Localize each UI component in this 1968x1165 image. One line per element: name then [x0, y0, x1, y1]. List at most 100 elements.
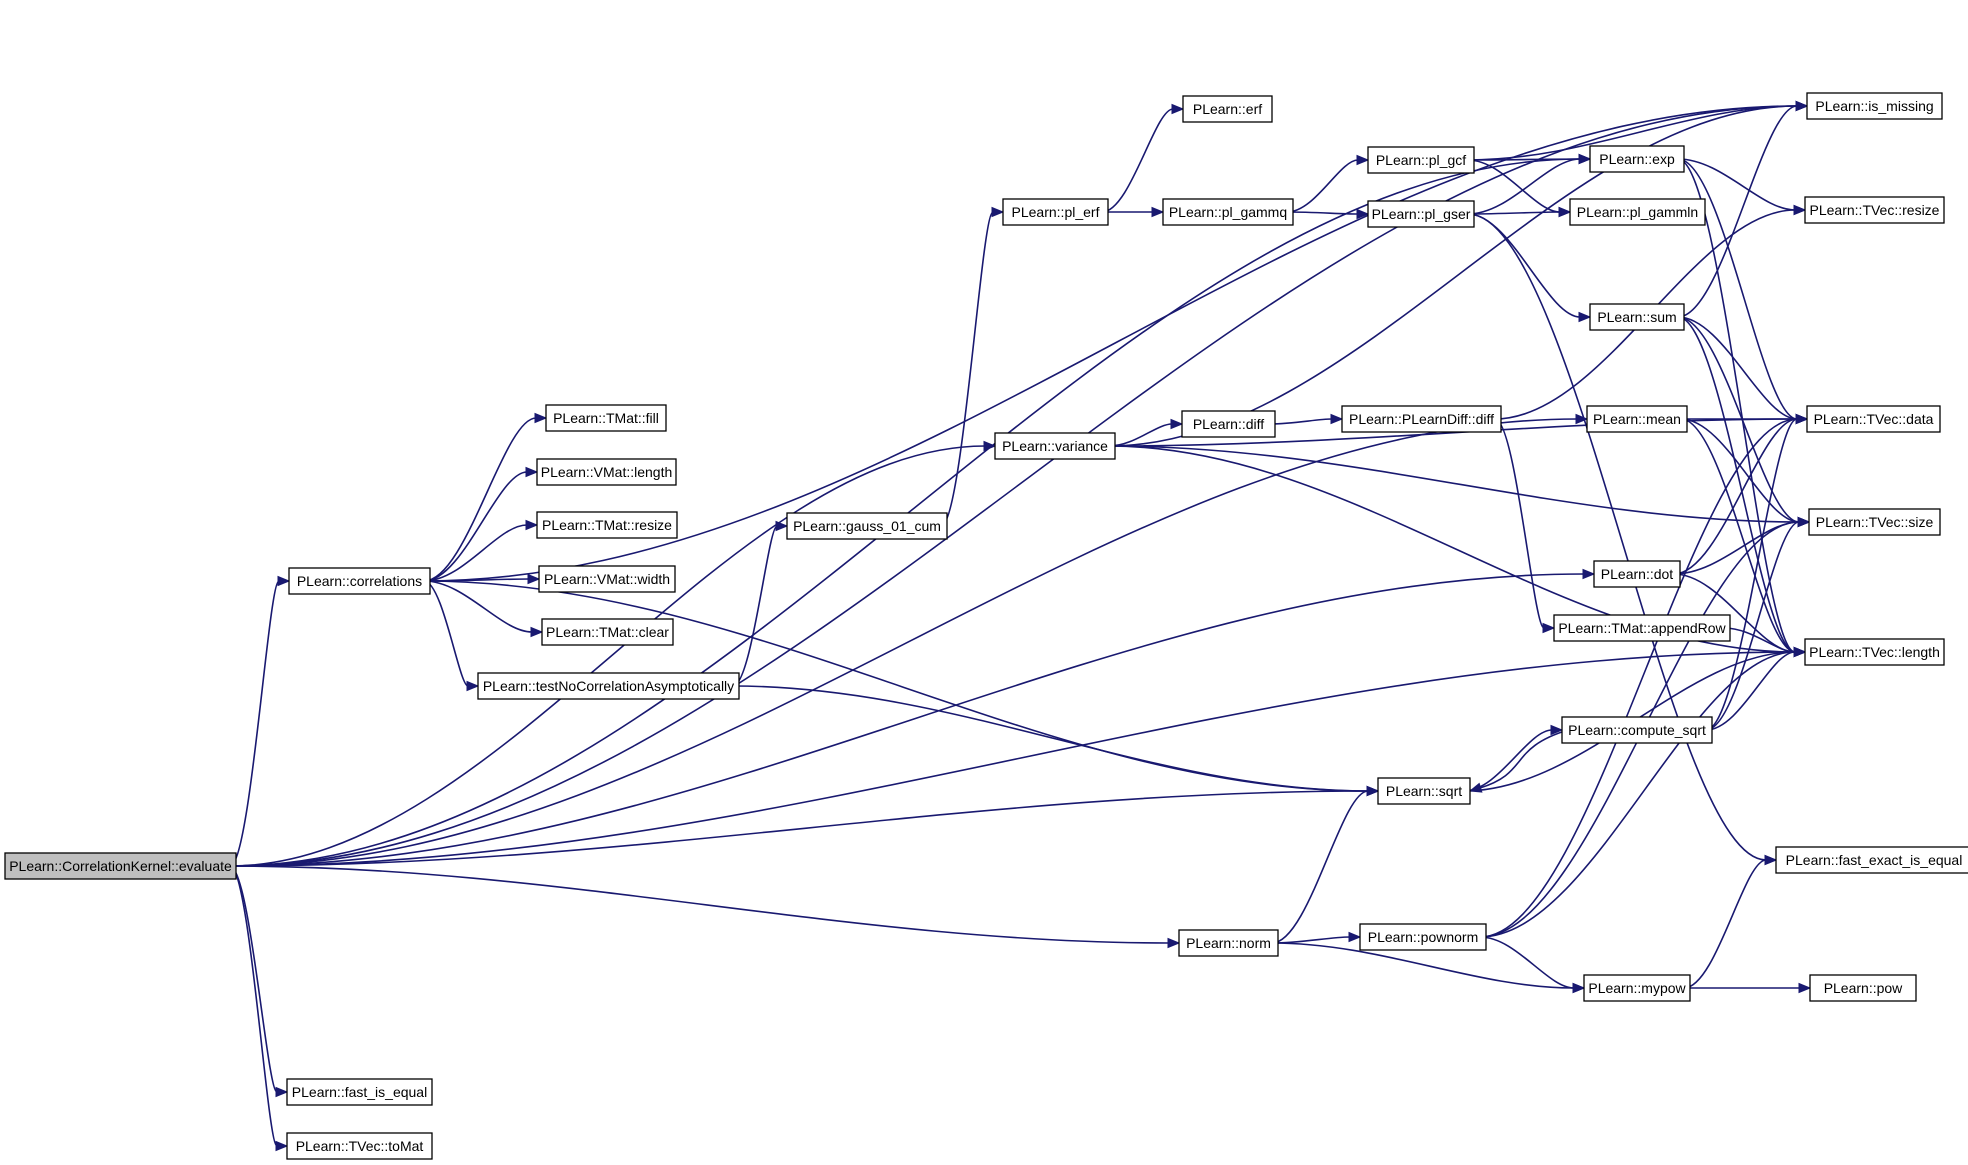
- edge-line: [1467, 213, 1581, 318]
- node-sqrt[interactable]: PLearn::sqrt: [1377, 777, 1471, 805]
- node-pownorm[interactable]: PLearn::pownorm: [1359, 923, 1487, 951]
- node-diff[interactable]: PLearn::diff: [1181, 410, 1276, 438]
- node-label: PLearn::PLearnDiff::diff: [1349, 411, 1494, 427]
- edge-line: [1467, 158, 1581, 161]
- node-tvec-size[interactable]: PLearn::TVec::size: [1808, 508, 1941, 536]
- edge-line: [1467, 105, 1798, 161]
- edge-line: [229, 573, 1585, 867]
- node-fast-is-equal[interactable]: PLearn::fast_is_equal: [286, 1078, 433, 1106]
- node-mean[interactable]: PLearn::mean: [1586, 405, 1688, 433]
- edge-line: [1494, 418, 1545, 629]
- node-pl-gammln[interactable]: PLearn::pl_gammln: [1569, 198, 1706, 226]
- node-testnocorr[interactable]: PLearn::testNoCorrelationAsymptotically: [477, 672, 740, 700]
- node-tvec-resize[interactable]: PLearn::TVec::resize: [1804, 196, 1945, 224]
- edge-line: [1677, 105, 1798, 318]
- edge-line: [1677, 158, 1796, 653]
- node-label: PLearn::variance: [1002, 438, 1108, 454]
- node-vmat-width[interactable]: PLearn::VMat::width: [538, 565, 676, 593]
- node-label: PLearn::pl_gcf: [1376, 152, 1466, 168]
- node-erf[interactable]: PLearn::erf: [1182, 95, 1273, 123]
- node-label: PLearn::TVec::resize: [1810, 202, 1940, 218]
- edge-pl-gser-to-sum: [1467, 213, 1592, 323]
- edge-line: [1479, 936, 1575, 989]
- arrowhead: [775, 520, 789, 532]
- edge-line: [1683, 859, 1767, 989]
- node-tvec-length[interactable]: PLearn::TVec::length: [1804, 638, 1945, 666]
- node-label: PLearn::pl_erf: [1012, 204, 1100, 220]
- node-plearndiff[interactable]: PLearn::PLearnDiff::diff: [1341, 405, 1502, 433]
- node-correlations[interactable]: PLearn::correlations: [288, 567, 431, 595]
- edge-testnocorr-to-gauss: [732, 520, 789, 687]
- edge-root-to-fast-is-equal: [229, 865, 289, 1098]
- edge-line: [1479, 729, 1569, 789]
- node-label: PLearn::exp: [1599, 151, 1675, 167]
- node-box: [1775, 846, 1968, 874]
- arrowhead: [1575, 413, 1589, 425]
- edge-compute-sqrt-to-sqrt: [1468, 729, 1569, 793]
- node-appendrow[interactable]: PLearn::TMat::appendRow: [1553, 614, 1731, 642]
- arrowhead: [1572, 982, 1586, 994]
- node-box: [1809, 974, 1917, 1002]
- node-fast-exact[interactable]: PLearn::fast_exact_is_equal: [1775, 846, 1968, 874]
- node-is-missing[interactable]: PLearn::is_missing: [1806, 92, 1943, 120]
- node-dot[interactable]: PLearn::dot: [1593, 560, 1681, 588]
- node-label: PLearn::diff: [1193, 416, 1264, 432]
- node-gauss[interactable]: PLearn::gauss_01_cum: [786, 512, 948, 540]
- node-label: PLearn::is_missing: [1815, 98, 1933, 114]
- node-tvec-tomat[interactable]: PLearn::TVec::toMat: [286, 1132, 433, 1160]
- edge-correlations-to-testnocorr: [423, 580, 480, 692]
- edge-line: [1108, 423, 1173, 447]
- nodes-layer: PLearn::CorrelationKernel::evaluatePLear…: [4, 92, 1968, 1160]
- edge-line: [1467, 158, 1581, 215]
- node-box: [477, 672, 740, 700]
- node-label: PLearn::pl_gammq: [1169, 204, 1287, 220]
- edge-line: [1479, 418, 1798, 938]
- node-label: PLearn::TMat::fill: [553, 410, 659, 426]
- edge-line: [229, 865, 1170, 944]
- arrowhead: [1330, 413, 1344, 425]
- node-label: PLearn::erf: [1193, 101, 1262, 117]
- node-variance[interactable]: PLearn::variance: [994, 432, 1116, 460]
- edge-line: [229, 580, 280, 867]
- node-tmat-clear[interactable]: PLearn::TMat::clear: [541, 618, 674, 646]
- node-label: PLearn::TVec::size: [1816, 514, 1934, 530]
- node-norm[interactable]: PLearn::norm: [1178, 929, 1279, 957]
- node-pl-erf[interactable]: PLearn::pl_erf: [1002, 198, 1109, 226]
- node-vmat-length[interactable]: PLearn::VMat::length: [536, 458, 677, 486]
- node-tmat-resize[interactable]: PLearn::TMat::resize: [536, 511, 678, 539]
- edge-correlations-to-tmat-resize: [423, 519, 539, 582]
- arrowhead: [1348, 931, 1362, 943]
- node-sum[interactable]: PLearn::sum: [1589, 303, 1685, 331]
- node-box: [1804, 638, 1945, 666]
- node-box: [1162, 198, 1294, 226]
- node-pl-gcf[interactable]: PLearn::pl_gcf: [1367, 146, 1475, 174]
- edge-sum-to-tvec-data: [1677, 316, 1809, 425]
- arrowhead: [1356, 154, 1370, 166]
- node-label: PLearn::correlations: [297, 573, 422, 589]
- node-exp[interactable]: PLearn::exp: [1589, 145, 1685, 173]
- node-compute-sqrt[interactable]: PLearn::compute_sqrt: [1561, 716, 1713, 744]
- edge-testnocorr-to-sqrt: [732, 685, 1380, 797]
- edge-line: [423, 105, 1798, 582]
- node-label: PLearn::VMat::width: [544, 571, 670, 587]
- edge-line: [1467, 211, 1561, 215]
- node-mypow[interactable]: PLearn::mypow: [1583, 974, 1691, 1002]
- edge-dot-to-tvec-data: [1673, 413, 1809, 575]
- edge-line: [423, 417, 537, 582]
- node-box: [1804, 196, 1945, 224]
- node-pow[interactable]: PLearn::pow: [1809, 974, 1917, 1002]
- node-tmat-fill[interactable]: PLearn::TMat::fill: [545, 404, 667, 432]
- node-box: [536, 458, 677, 486]
- node-pl-gammq[interactable]: PLearn::pl_gammq: [1162, 198, 1294, 226]
- node-label: PLearn::TMat::appendRow: [1558, 620, 1726, 636]
- node-label: PLearn::TMat::clear: [546, 624, 669, 640]
- node-box: [786, 512, 948, 540]
- node-tvec-data[interactable]: PLearn::TVec::data: [1806, 405, 1941, 433]
- edge-line: [1479, 651, 1796, 938]
- arrowhead: [534, 412, 548, 424]
- arrowhead: [1793, 204, 1807, 216]
- edge-line: [423, 580, 469, 687]
- node-root[interactable]: PLearn::CorrelationKernel::evaluate: [4, 852, 237, 880]
- node-pl-gser[interactable]: PLearn::pl_gser: [1367, 200, 1475, 228]
